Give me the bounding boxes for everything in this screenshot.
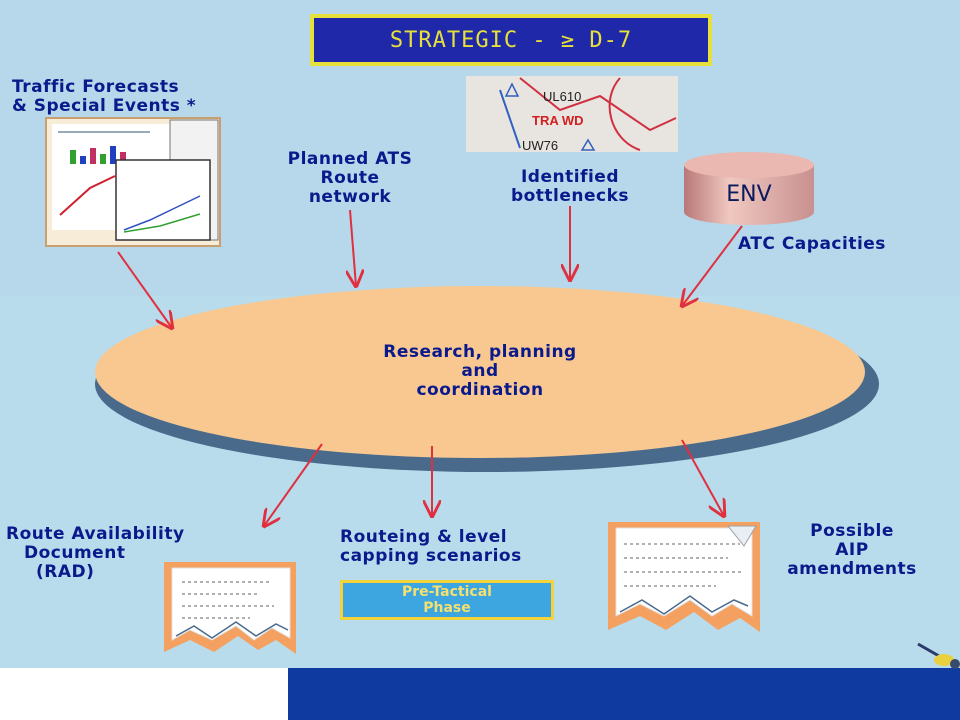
rad-document-icon (164, 562, 296, 654)
arrow-traffic-to-research (117, 251, 172, 328)
rad-label-line3: (RAD) (36, 562, 95, 582)
ats-label-line2: Route (320, 168, 380, 188)
pre-tactical-phase-box: Pre-Tactical Phase (340, 580, 554, 620)
pre-tactical-phase-label: Pre-Tactical Phase (343, 583, 551, 617)
research-label-line1: Research, planning (383, 342, 577, 362)
env-database-cylinder (684, 152, 814, 225)
bottlenecks-label-line1: Identified (520, 167, 619, 187)
map-route2-label: UW76 (522, 138, 558, 153)
planned-ats-label: Planned ATS Route network (250, 150, 450, 207)
research-ellipse (95, 286, 865, 458)
bottlenecks-map-thumbnail: UL610 TRA WD UW76 (466, 76, 678, 153)
aip-label-line1: Possible (810, 521, 894, 541)
arrow-atc-to-research (682, 225, 743, 306)
traffic-forecast-thumbnail (45, 117, 221, 247)
identified-bottlenecks-label: Identified bottlenecks (470, 168, 670, 206)
ats-label-line3: network (308, 187, 392, 207)
routeing-scenarios-label: Routeing & level capping scenarios (340, 528, 522, 566)
rad-label-line2: Document (24, 543, 126, 563)
traffic-forecasts-label: Traffic Forecasts & Special Events * (12, 78, 196, 116)
research-label-line3: coordination (416, 380, 544, 400)
footer-left (0, 668, 288, 720)
map-area-label: TRA WD (532, 113, 584, 128)
aip-amendments-label: Possible AIP amendments (760, 522, 944, 579)
routeing-label-line1: Routeing & level (340, 527, 508, 547)
routeing-label-line2: capping scenarios (340, 546, 522, 566)
aip-label-line2: AIP (835, 540, 869, 560)
aip-label-line3: amendments (787, 559, 917, 579)
pen-tool-icon (917, 642, 960, 669)
research-label: Research, planning and coordination (300, 343, 660, 400)
rad-label: Route Availability Document (RAD) (6, 525, 185, 582)
map-route1-label: UL610 (543, 89, 581, 104)
footer-bar (288, 668, 960, 720)
rad-label-line1: Route Availability (6, 524, 185, 544)
bottlenecks-label-line2: bottlenecks (510, 186, 630, 206)
atc-capacities-label: ATC Capacities (738, 234, 886, 254)
aip-document-icon (608, 522, 760, 632)
arrow-research-to-rad (264, 443, 323, 526)
traffic-label-line1: Traffic Forecasts (12, 77, 180, 97)
phase-label-line2: Phase (423, 600, 471, 616)
research-label-line2: and (461, 361, 499, 381)
title: STRATEGIC - ≥ D-7 (314, 18, 708, 62)
arrow-ats-to-research (350, 209, 356, 286)
arrow-research-to-aip (681, 439, 724, 516)
title-box: STRATEGIC - ≥ D-7 (310, 14, 712, 66)
traffic-label-line2: & Special Events * (12, 96, 197, 116)
ats-label-line1: Planned ATS (287, 149, 413, 169)
phase-label-line1: Pre-Tactical (402, 584, 492, 600)
env-label: ENV (726, 182, 772, 207)
